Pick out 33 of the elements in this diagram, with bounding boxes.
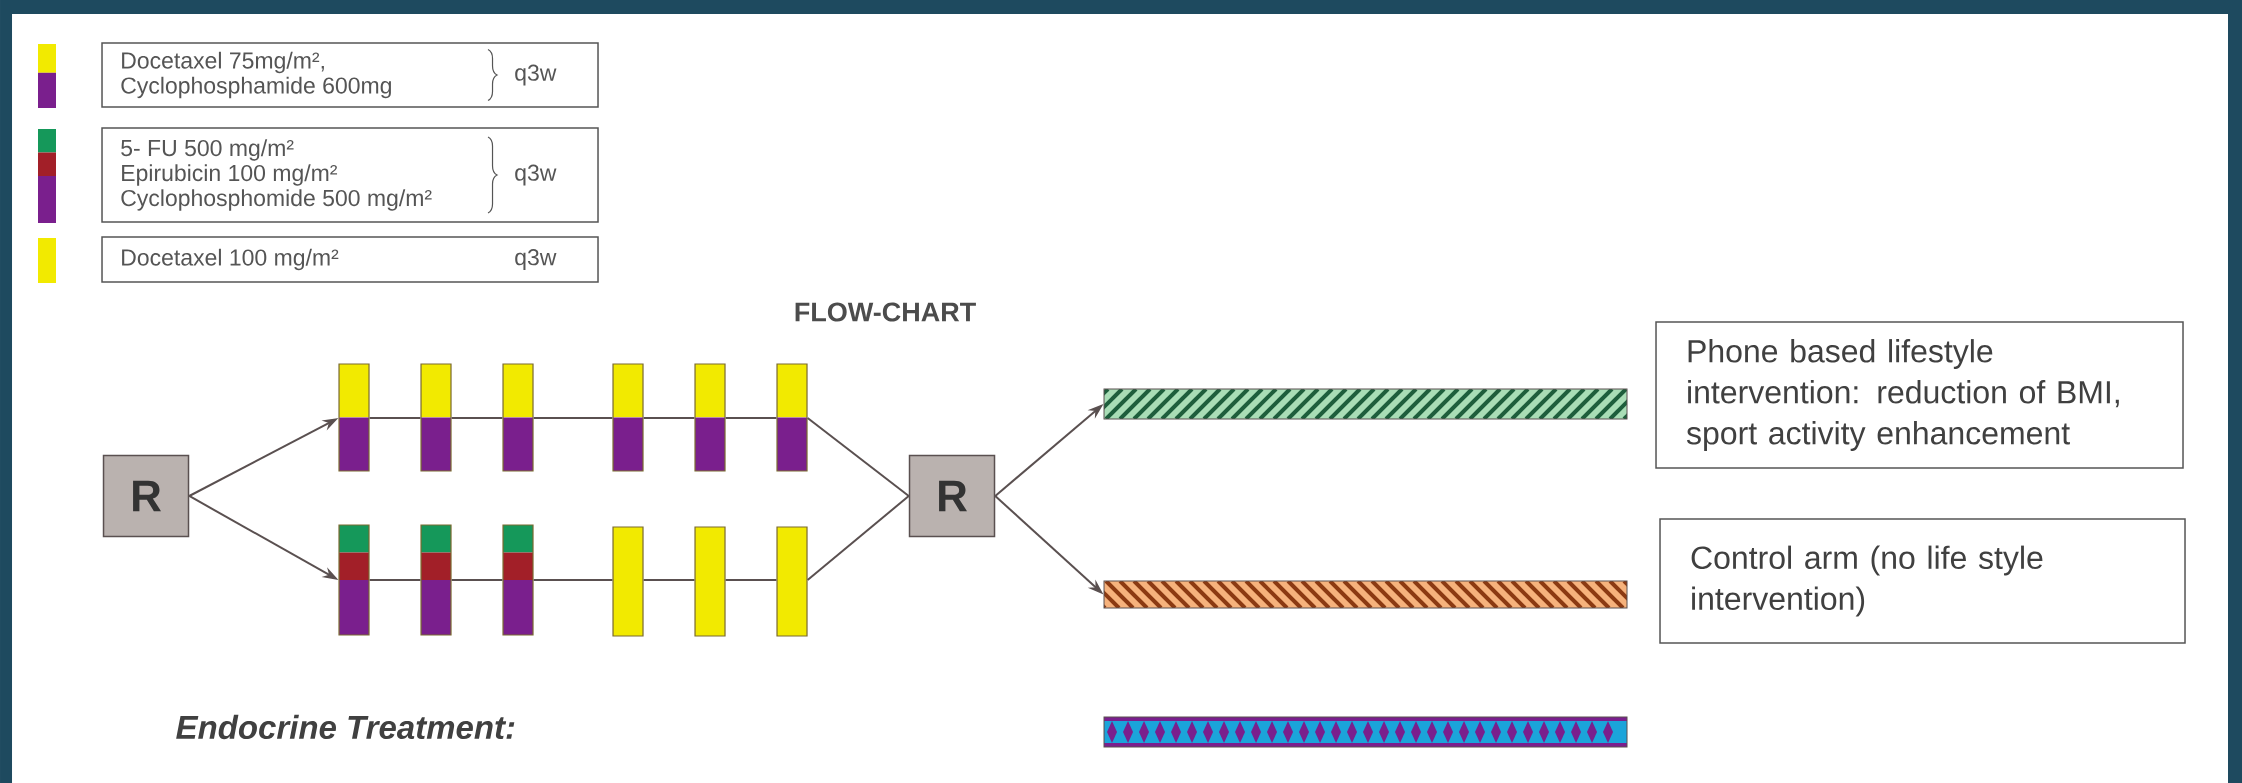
regimen-box [101,42,599,108]
dose-bar [338,524,370,636]
schedule-text: q3w [515,249,557,270]
randomization-box: R [908,454,996,538]
dose-bar [694,526,726,637]
dose-bar [612,526,644,637]
dose-bar [776,363,808,472]
patterned-bar [1103,716,1628,748]
schedule-text: q3w [515,164,557,186]
dose-text: 5- FU 500 mg/m² [121,139,294,161]
dose-bar [612,363,644,472]
hatched-bar [1103,580,1628,609]
dose-bar [502,524,534,636]
dose-bar [694,363,726,472]
regimen-box [101,127,599,223]
dose-bar [420,524,452,636]
arm-box: Phone based lifestyle intervention: reduction of BMI, sport activity enhancement [1655,321,2184,469]
row-label: Endocrine Treatment: [176,714,515,740]
regimen-box [101,236,599,283]
schedule-text: q3w [515,64,557,86]
dose-text: Epirubicin 100 mg/m² [122,164,338,186]
dose-text: Docetaxel 75mg/m², [122,51,324,74]
hatched-bar [1103,388,1628,420]
dose-bar [420,363,452,472]
dose-text: Cyclophosphomide 500 mg/m² [121,189,432,211]
randomization-box: R [102,454,190,538]
dose-text: Docetaxel 100 mg/m² [122,248,339,271]
dose-bar [338,363,370,472]
dose-text: Cyclophosphamide 600mg [121,76,391,99]
arm-box: Control arm (no life style intervention) [1659,518,2186,644]
dose-bar [502,363,534,472]
dose-bar [776,526,808,637]
title: FLOW-CHART [795,302,976,322]
